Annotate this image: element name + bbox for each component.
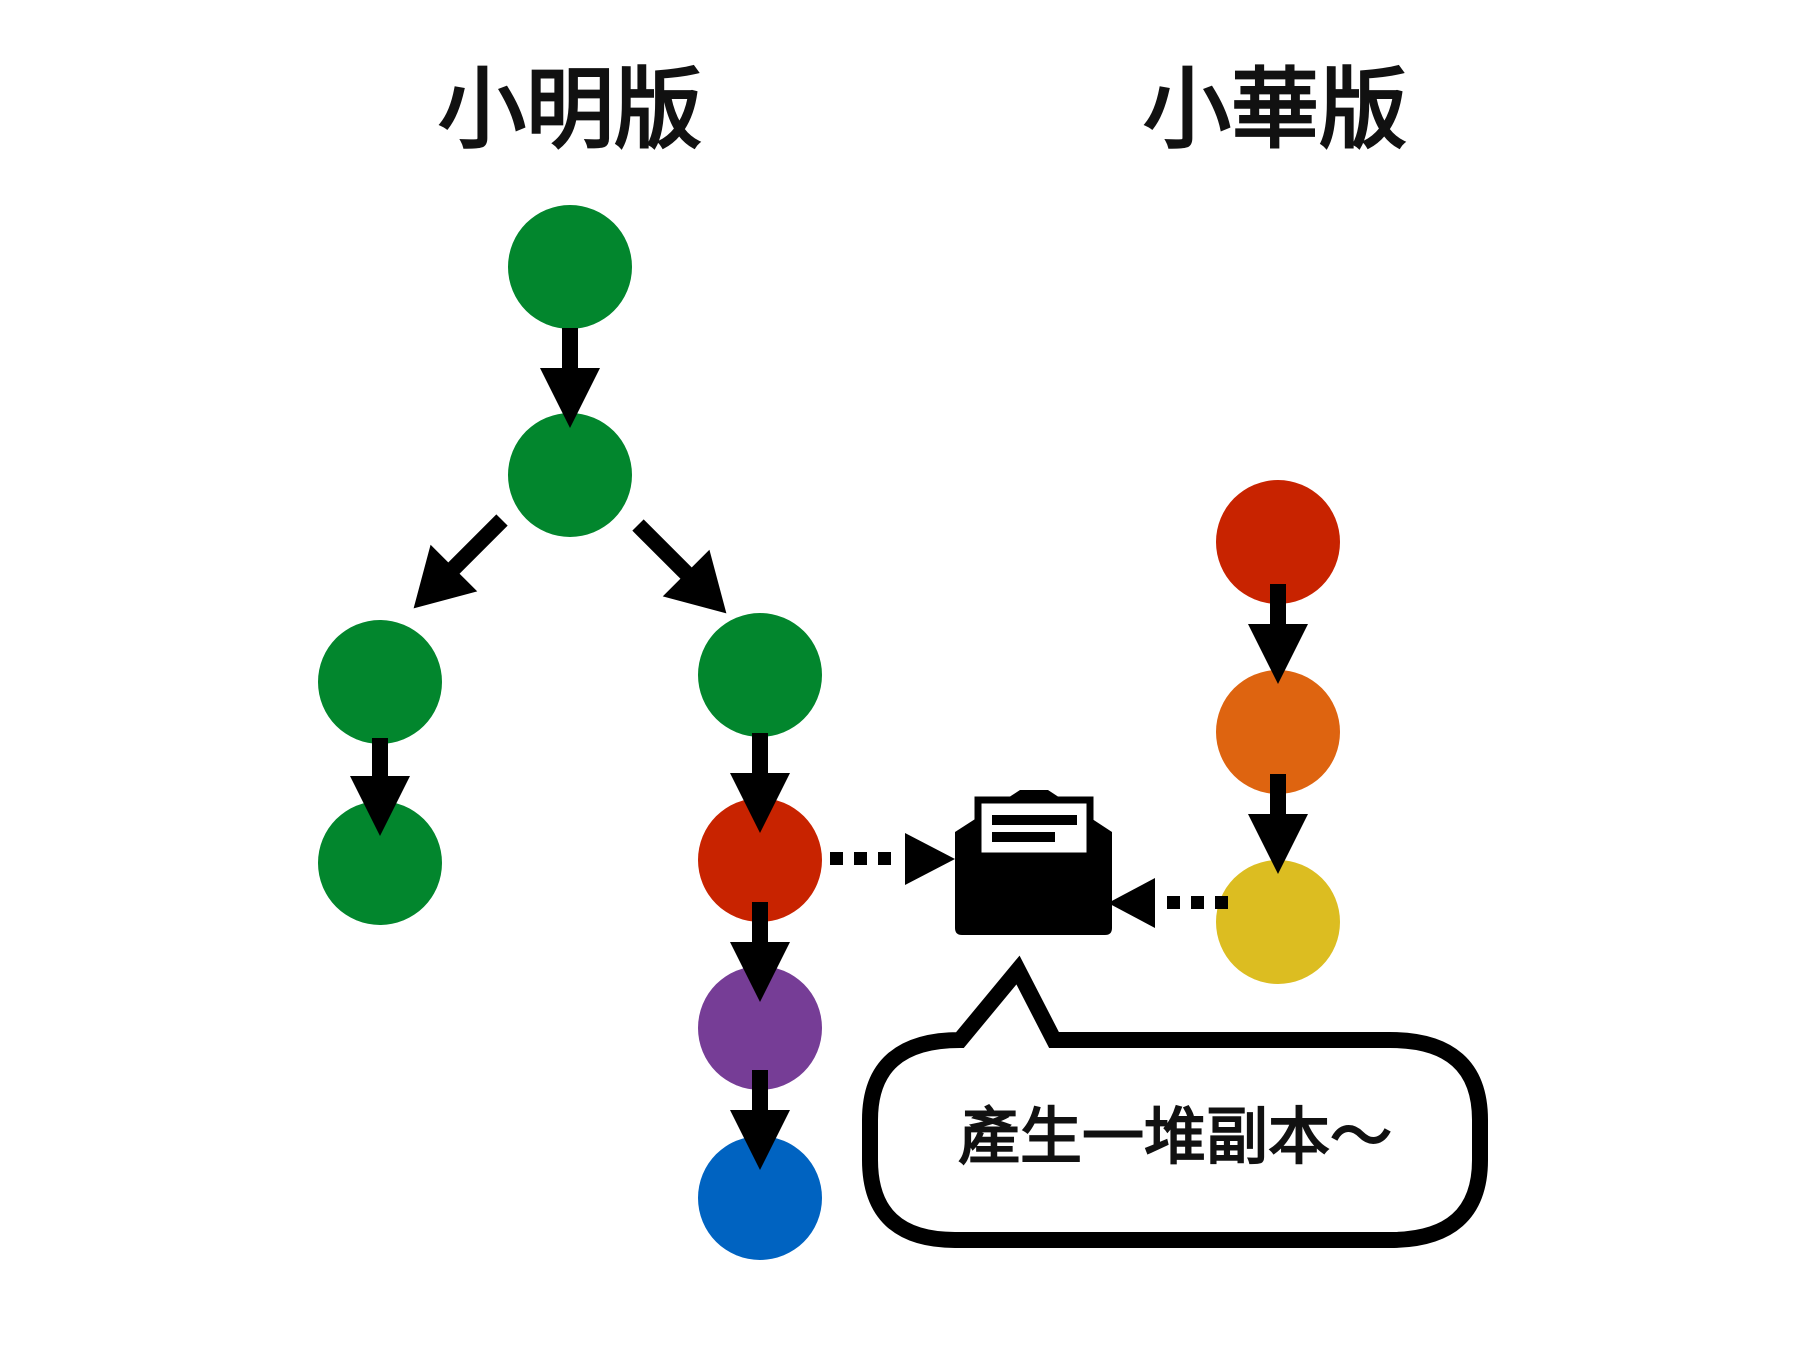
title-xiaohua-version: 小華版 bbox=[1143, 58, 1407, 161]
arrow-ming-right-1-to-2 bbox=[730, 733, 790, 833]
arrow-ming-2-to-right bbox=[632, 519, 727, 614]
node-xiaoming-right-1 bbox=[698, 613, 822, 737]
dotted-link-left bbox=[830, 833, 955, 885]
arrows-layer bbox=[350, 328, 1308, 1170]
node-xiaohua-2 bbox=[1216, 670, 1340, 794]
arrow-ming-right-3-to-4 bbox=[730, 1070, 790, 1170]
node-xiaohua-1 bbox=[1216, 480, 1340, 604]
node-xiaoming-left-1 bbox=[318, 620, 442, 744]
arrow-hua-1-to-2 bbox=[1248, 584, 1308, 684]
arrow-ming-2-to-left bbox=[413, 514, 508, 609]
dotted-link-right-arrowhead bbox=[1108, 878, 1155, 928]
node-xiaohua-3 bbox=[1216, 860, 1340, 984]
dotted-link-left-arrowhead bbox=[905, 833, 955, 885]
speech-bubble: 產生一堆副本～ bbox=[862, 955, 1488, 1248]
node-xiaoming-left-2 bbox=[318, 801, 442, 925]
nodes-layer bbox=[318, 205, 1340, 1260]
dotted-link-right bbox=[1108, 878, 1228, 928]
node-xiaoming-right-3 bbox=[698, 966, 822, 1090]
arrow-hua-2-to-3 bbox=[1248, 774, 1308, 874]
node-xiaoming-right-2 bbox=[698, 798, 822, 922]
node-xiaoming-right-4 bbox=[698, 1136, 822, 1260]
arrow-ming-left-1-to-2 bbox=[350, 738, 410, 836]
title-xiaoming-version: 小明版 bbox=[438, 58, 702, 161]
node-xiaoming-1 bbox=[508, 205, 632, 329]
node-xiaoming-2 bbox=[508, 413, 632, 537]
arrow-ming-1-to-2 bbox=[540, 328, 600, 428]
open-envelope-icon bbox=[955, 790, 1112, 935]
arrow-ming-right-2-to-3 bbox=[730, 902, 790, 1002]
speech-bubble-text: 產生一堆副本～ bbox=[958, 1100, 1392, 1173]
